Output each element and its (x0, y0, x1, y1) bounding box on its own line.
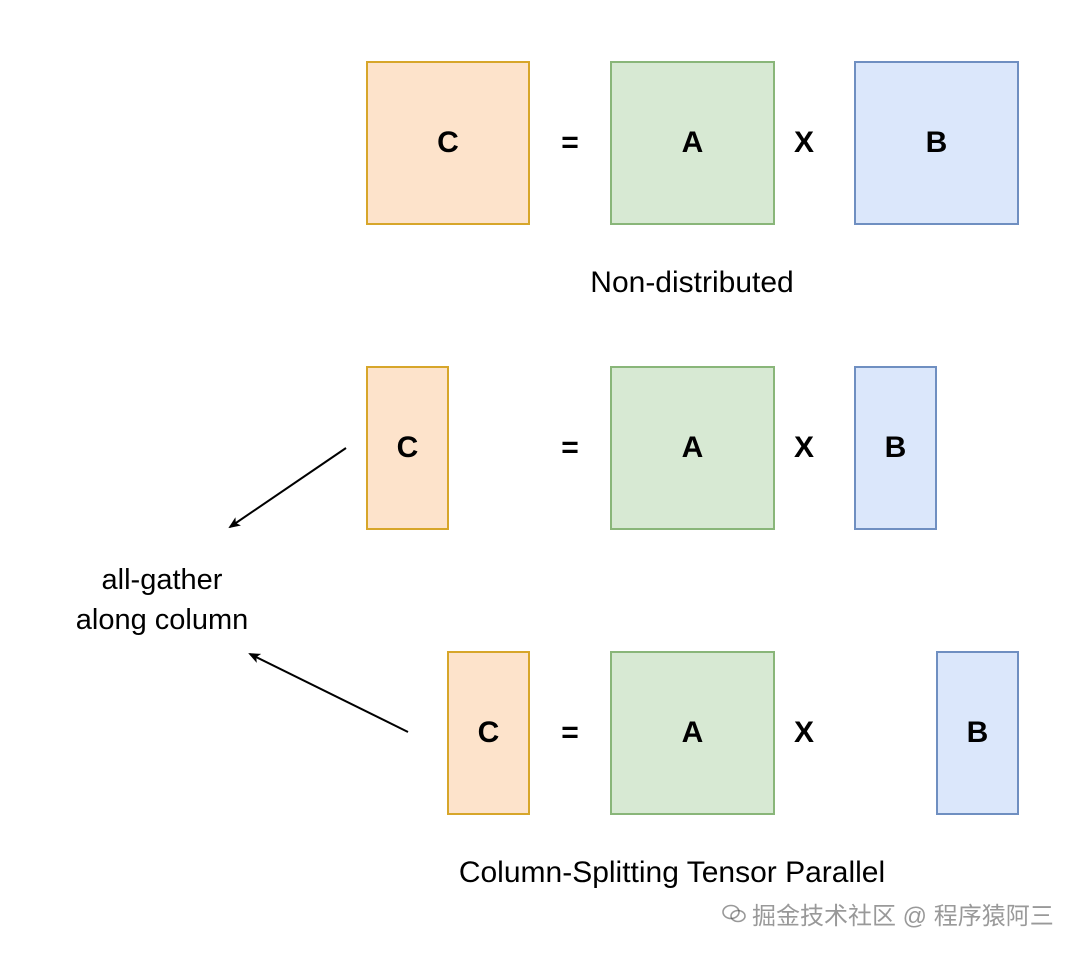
matrix-c-label: C (396, 431, 419, 464)
arrow-lower (248, 653, 409, 733)
watermark: 掘金技术社区 @ 程序猿阿三 (722, 896, 1054, 931)
matrix-b-half-1: B (854, 366, 937, 530)
multiply-sign: X (793, 431, 814, 464)
matrix-b-label: B (966, 716, 989, 749)
multiply-sign: X (793, 716, 814, 749)
matrix-a: A (610, 366, 775, 530)
all-gather-line1: all-gather (101, 564, 223, 596)
matrix-c-label: C (477, 716, 500, 749)
caption-column-splitting: Column-Splitting Tensor Parallel (458, 856, 886, 889)
matrix-a: A (610, 61, 775, 225)
matrix-b-label: B (884, 431, 907, 464)
matrix-a-label: A (681, 716, 704, 749)
matrix-a-label: A (681, 126, 704, 159)
matrix-c-full: C (366, 61, 530, 225)
matrix-b-label: B (925, 126, 948, 159)
all-gather-line2: along column (75, 604, 249, 636)
matrix-a: A (610, 651, 775, 815)
chat-bubble-icon (722, 904, 746, 922)
arrow-upper (228, 447, 347, 529)
matrix-b-half-2: B (936, 651, 1019, 815)
watermark-text: 掘金技术社区 @ 程序猿阿三 (752, 903, 1054, 930)
matrix-a-label: A (681, 431, 704, 464)
matrix-c-half-2: C (447, 651, 530, 815)
all-gather-label: all-gather along column (40, 560, 284, 640)
matrix-b-full: B (854, 61, 1019, 225)
equals-sign: = (561, 126, 579, 159)
equals-sign: = (561, 431, 579, 464)
matrix-c-half-1: C (366, 366, 449, 530)
matrix-c-label: C (437, 126, 459, 159)
equals-sign: = (561, 716, 579, 749)
caption-non-distributed: Non-distributed (590, 266, 794, 299)
multiply-sign: X (793, 126, 814, 159)
